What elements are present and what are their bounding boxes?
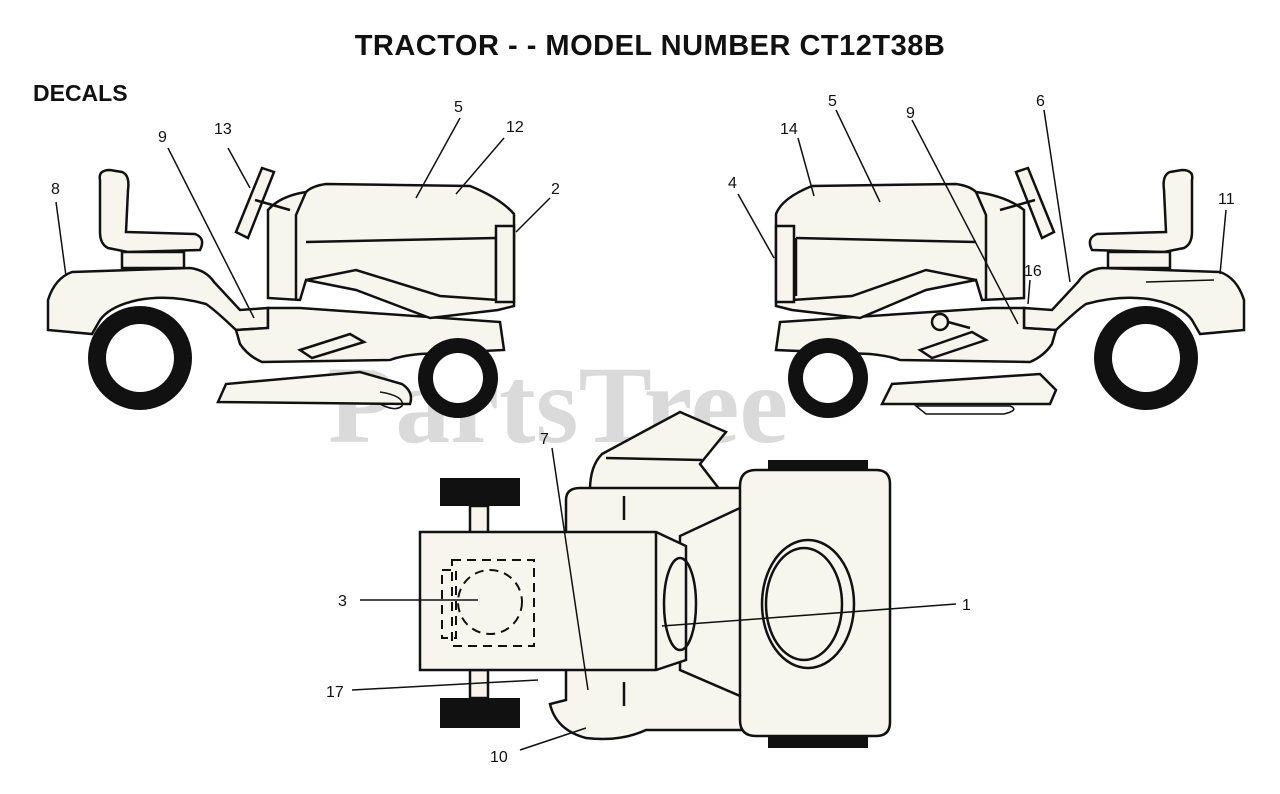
grille-right [774, 224, 796, 304]
left-leaders [55, 117, 551, 319]
rear-tire-top-upper [440, 478, 520, 506]
callout-1: 1 [962, 597, 971, 614]
pedal-right [917, 330, 990, 360]
pedal-left [297, 332, 368, 360]
mower-deck-left [216, 370, 413, 406]
front-tire-top-lower [768, 734, 868, 748]
rear-fender-left [46, 266, 270, 336]
seat-outline-top [451, 559, 535, 647]
callout-5-right: 5 [828, 93, 837, 110]
callout-9-right: 9 [906, 105, 915, 122]
diagram-title: TRACTOR - - MODEL NUMBER CT12T38B [354, 30, 946, 62]
callout-9-left: 9 [158, 129, 167, 146]
seat-post-left [120, 250, 186, 270]
callout-11: 11 [1218, 191, 1235, 208]
callout-3: 3 [338, 593, 347, 610]
seat-right [1088, 168, 1194, 254]
steering-wheel-right [1014, 166, 1056, 240]
hood-left [266, 182, 516, 320]
callout-7: 7 [540, 431, 549, 448]
body-top [418, 530, 688, 672]
rear-tire-top-lower [440, 698, 520, 728]
seat-left [98, 168, 204, 254]
callout-labels: 8 9 13 5 12 2 4 14 5 9 6 11 16 7 3 1 17 … [51, 93, 1235, 766]
callout-17: 17 [326, 684, 344, 701]
top-leaders [351, 447, 957, 751]
steering-wheel-left [234, 166, 276, 240]
hood-top [678, 468, 892, 738]
callout-5-left: 5 [454, 99, 463, 116]
callout-10: 10 [490, 749, 508, 766]
tractor-right-side-view [774, 166, 1246, 418]
hood-oval-top [760, 538, 856, 670]
callout-2: 2 [551, 181, 560, 198]
seat-post-right [1106, 250, 1172, 270]
callout-8: 8 [51, 181, 60, 198]
callout-14: 14 [780, 121, 798, 138]
right-leaders [737, 109, 1227, 325]
tractor-top-view [418, 410, 892, 748]
ignition-key-right [930, 312, 950, 332]
section-label: DECALS [33, 80, 128, 106]
callout-13: 13 [214, 121, 232, 138]
grille-left [494, 224, 516, 304]
callout-4: 4 [728, 175, 737, 192]
discharge-chute-top [588, 410, 729, 492]
callout-12: 12 [506, 119, 524, 136]
mower-deck-right [879, 372, 1058, 406]
callout-6: 6 [1036, 93, 1045, 110]
tractor-left-side-view [46, 166, 516, 418]
callout-16: 16 [1024, 263, 1042, 280]
